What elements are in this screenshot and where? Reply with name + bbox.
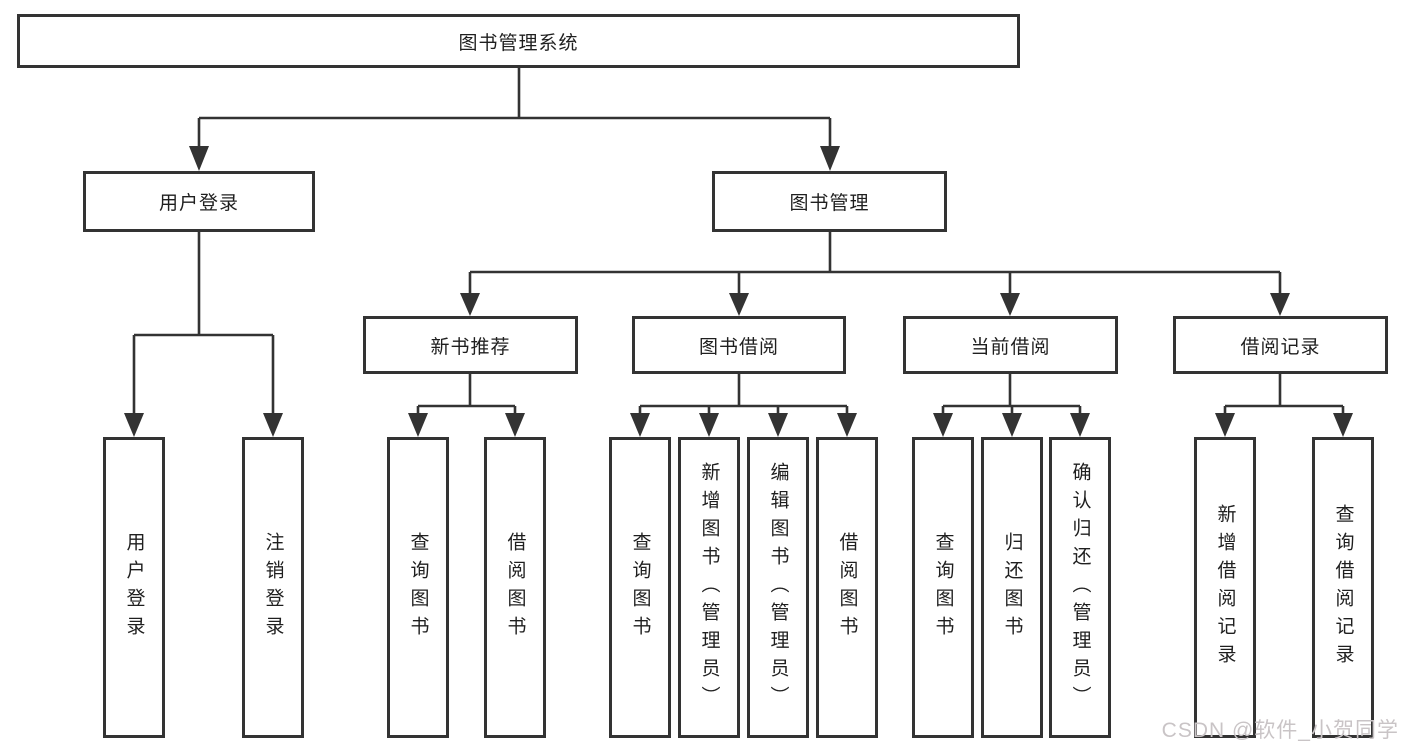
node-label: 用户登录: [123, 531, 145, 644]
node-new-book-recommend: 新书推荐: [363, 316, 578, 374]
node-label: 查询借阅记录: [1332, 503, 1354, 672]
leaf-logout: 注销登录: [242, 437, 304, 738]
leaf-add-borrow-record: 新增借阅记录: [1194, 437, 1256, 738]
leaf-query-books-current: 查询图书: [912, 437, 974, 738]
leaf-query-borrow-record: 查询借阅记录: [1312, 437, 1374, 738]
node-borrow-records: 借阅记录: [1173, 316, 1388, 374]
node-label: 归还图书: [1001, 531, 1023, 644]
node-label: 图书借阅: [698, 336, 779, 358]
node-label: 新增借阅记录: [1214, 503, 1236, 672]
node-label: 借阅图书: [836, 531, 858, 644]
leaf-query-books-recommend: 查询图书: [387, 437, 449, 738]
node-label: 注销登录: [262, 531, 284, 644]
node-label: 图书管理: [789, 193, 870, 214]
node-label: 编辑图书（管理员）: [767, 461, 789, 714]
node-label: 图书管理系统: [458, 32, 579, 54]
leaf-borrow-books-recommend: 借阅图书: [484, 437, 546, 738]
node-label: 新书推荐: [430, 336, 511, 358]
node-label: 查询图书: [932, 531, 954, 644]
leaf-user-login: 用户登录: [103, 437, 165, 738]
node-label: 当前借阅: [970, 336, 1051, 358]
leaf-return-books: 归还图书: [981, 437, 1043, 738]
node-label: 借阅记录: [1240, 336, 1321, 358]
leaf-add-book-admin: 新增图书（管理员）: [678, 437, 740, 738]
leaf-confirm-return-admin: 确认归还（管理员）: [1049, 437, 1111, 738]
leaf-query-books-borrowing: 查询图书: [609, 437, 671, 738]
leaf-edit-book-admin: 编辑图书（管理员）: [747, 437, 809, 738]
node-label: 查询图书: [629, 531, 651, 644]
node-book-borrowing: 图书借阅: [632, 316, 846, 374]
node-label: 新增图书（管理员）: [698, 461, 720, 714]
leaf-borrow-books-borrowing: 借阅图书: [816, 437, 878, 738]
node-label: 查询图书: [407, 531, 429, 644]
node-label: 确认归还（管理员）: [1069, 461, 1091, 714]
root-node-library-management-system: 图书管理系统: [17, 14, 1020, 68]
node-current-borrowing: 当前借阅: [903, 316, 1118, 374]
arrowhead-icons: [124, 146, 1353, 437]
node-label: 借阅图书: [504, 531, 526, 644]
node-user-login-group: 用户登录: [83, 171, 315, 232]
node-book-management: 图书管理: [712, 171, 947, 232]
node-label: 用户登录: [158, 193, 239, 214]
csdn-watermark: CSDN @软件_小贺同学: [1161, 719, 1399, 742]
